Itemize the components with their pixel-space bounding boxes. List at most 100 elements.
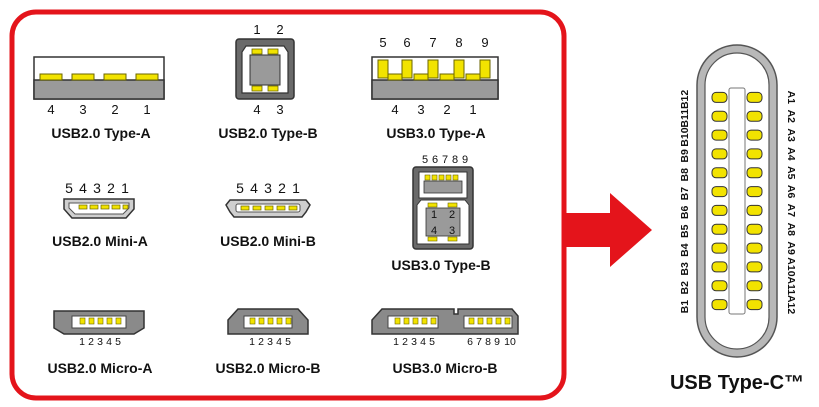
pin-label: 5 [65, 180, 73, 196]
pin-label: 2 [276, 22, 283, 37]
pin-label: 3 [449, 225, 455, 237]
connector-name: USB2.0 Mini-A [52, 233, 148, 249]
pin-label: 2 [88, 336, 94, 348]
type-c-contact-b [711, 299, 728, 311]
type-c-contact-a [746, 91, 763, 103]
pin-label: 1 [121, 180, 129, 196]
pin-label: 3 [417, 102, 424, 117]
type-c-contact-a [746, 223, 763, 235]
usb2-micro-a: 1 2 3 4 5 USB2.0 Micro-A [47, 310, 153, 376]
pin-label: 5 [379, 35, 386, 50]
pin-label: 5 [115, 336, 121, 348]
type-c-pin-label: A11 [785, 276, 797, 295]
pin-label: 1 [292, 180, 300, 196]
type-c-pin-label: A3 [785, 128, 797, 142]
usb3-type-b: 5 6 7 8 9 1 2 4 3 USB3.0 Type-B [391, 154, 490, 273]
connector-name: USB2.0 Micro-B [215, 360, 320, 376]
type-c-contact-a [746, 204, 763, 216]
pin-label: 7 [442, 154, 448, 166]
pin-label: 3 [267, 336, 273, 348]
connector-name: USB2.0 Type-B [218, 125, 317, 141]
pin-label: 1 [249, 336, 255, 348]
pin-label: 2 [258, 336, 264, 348]
pin-label: 6 [432, 154, 438, 166]
usb3-type-a: 5 6 7 8 9 4 3 2 1 USB3.0 Type-A [371, 35, 499, 141]
type-c-pin-label: A5 [785, 166, 797, 180]
pin-label: 7 [429, 35, 436, 50]
type-c-contact-a [746, 148, 763, 160]
pin-label: 2 [111, 102, 118, 117]
pin-label: 5 [285, 336, 291, 348]
type-c-contact-a [746, 299, 763, 311]
type-c-pin-label: B9 [679, 149, 691, 163]
connector-name: USB2.0 Type-A [51, 125, 150, 141]
pin-label: 9 [481, 35, 488, 50]
connector-name: USB3.0 Micro-B [392, 360, 497, 376]
type-c-contact-a [746, 261, 763, 273]
type-c-pin-label: A9 [785, 241, 797, 255]
type-c-contact-b [711, 186, 728, 198]
type-c-contact-b [711, 167, 728, 179]
pin-label: 3 [276, 102, 283, 117]
pin-label: 4 [391, 102, 398, 117]
type-c-pin-label: B3 [679, 262, 691, 276]
type-c-contact-a [746, 280, 763, 292]
type-c-pin-label: B8 [679, 168, 691, 182]
pin-label: 4 [79, 180, 87, 196]
pin-label: 9 [494, 336, 500, 348]
pin-label: 4 [106, 336, 112, 348]
connector-name: USB2.0 Micro-A [47, 360, 152, 376]
pin-label: 3 [264, 180, 272, 196]
pin-label: 5 [422, 154, 428, 166]
type-c-contact-a [746, 129, 763, 141]
type-c-pin-label: A1 [785, 91, 797, 105]
type-c-contacts [711, 91, 763, 311]
type-c-pin-label: B7 [679, 187, 691, 201]
pin-label: 3 [411, 336, 417, 348]
type-c-pin-label: B6 [679, 206, 691, 220]
pin-label: 1 [143, 102, 150, 117]
pin-label: 9 [462, 154, 468, 166]
type-c-pin-label: B10 [679, 127, 691, 146]
usb2-type-b: 1 2 4 3 USB2.0 Type-B [218, 22, 317, 141]
pin-label: 5 [429, 336, 435, 348]
pin-label: 8 [452, 154, 458, 166]
pin-label: 4 [420, 336, 426, 348]
type-c-contact-b [711, 148, 728, 160]
type-c-contact-a [746, 242, 763, 254]
pin-label: 3 [97, 336, 103, 348]
type-c-contact-a [746, 110, 763, 122]
type-c-contact-b [711, 129, 728, 141]
type-c-pin-label: A7 [785, 204, 797, 218]
pin-label: 2 [449, 209, 455, 221]
pin-label: 8 [455, 35, 462, 50]
pin-label: 6 [467, 336, 473, 348]
type-c-pin-label: A6 [785, 185, 797, 199]
pin-label: 1 [431, 209, 437, 221]
type-c-pin-label: B11 [679, 109, 691, 128]
pin-label: 2 [278, 180, 286, 196]
pin-label: 7 [476, 336, 482, 348]
type-c-contact-a [746, 186, 763, 198]
pin-label: 4 [276, 336, 282, 348]
pin-label: 3 [93, 180, 101, 196]
type-c-contact-b [711, 204, 728, 216]
usb2-micro-b: 1 2 3 4 5 USB2.0 Micro-B [215, 308, 321, 376]
type-c-pin-label: A4 [785, 147, 797, 161]
type-c-contact-b [711, 91, 728, 103]
pin-label: 3 [79, 102, 86, 117]
type-c-pin-label: B1 [679, 300, 691, 314]
type-c-pin-label: A10 [785, 257, 797, 276]
type-c-pin-label: B5 [679, 224, 691, 238]
type-c-contact-b [711, 110, 728, 122]
type-c-pin-label: A2 [785, 110, 797, 124]
type-c-pin-label: B12 [679, 90, 691, 109]
type-c-contact-b [711, 261, 728, 273]
usb3-micro-b: 1 2 3 4 5 6 7 8 9 10 USB3.0 Micro-B [371, 308, 519, 376]
type-c-pin-label: B2 [679, 281, 691, 295]
usb2-type-a: 4 3 2 1 USB2.0 Type-A [33, 56, 165, 141]
pin-label: 4 [250, 180, 258, 196]
